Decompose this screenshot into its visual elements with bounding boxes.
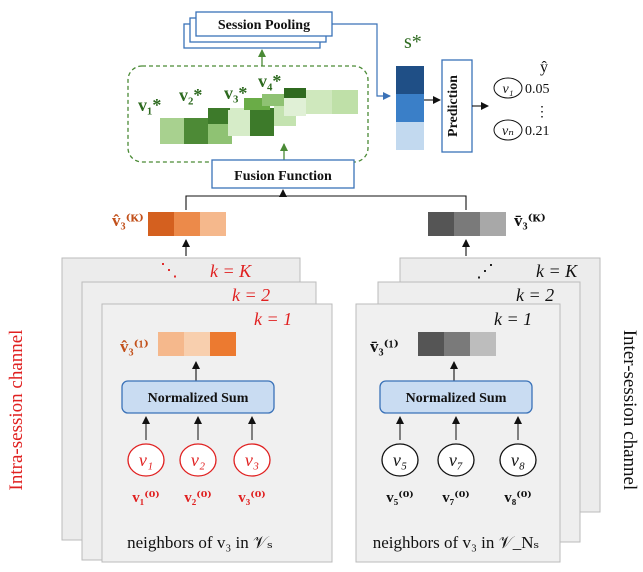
inter-k-K: k = K (536, 261, 578, 281)
pred-node-n: vₙ (502, 124, 514, 139)
inter-k-2: k = 2 (516, 285, 554, 305)
intra-caption: neighbors of v₃ in 𝒱ₛ (127, 533, 273, 552)
inter-embed-3: v₈⁽⁰⁾ (504, 490, 532, 506)
intra-node-2: v₂ (191, 450, 205, 470)
inter-sum-label: Normalized Sum (406, 391, 507, 406)
v4-star-label: v₄* (258, 71, 281, 91)
inter-out-label: v̄₃⁽¹⁾ (370, 337, 399, 356)
v1-star-label: v₁* (138, 95, 161, 115)
intra-normalized-sum: Normalized Sum (121, 380, 275, 414)
s-star-vector (396, 66, 424, 150)
v3-star-label: v₃* (224, 83, 247, 103)
intra-k-1: k = 1 (254, 309, 292, 329)
y-hat-label: ŷ (540, 59, 548, 76)
intra-sum-label: Normalized Sum (148, 391, 249, 406)
v4-star-embedding (244, 88, 358, 116)
inter-embed-2: v₇⁽⁰⁾ (442, 490, 470, 506)
intra-out-label: v̂₃⁽¹⁾ (120, 337, 149, 356)
intra-out-vector (158, 332, 236, 356)
pred-node-1: v₁ (502, 82, 513, 97)
v2-star-label: v₂* (179, 85, 202, 105)
line-intra-to-fusion (185, 195, 283, 210)
intra-agg-label: v̂₃⁽ᴷ⁾ (112, 211, 144, 230)
s-star-label: s* (404, 31, 422, 53)
intra-embed-3: v₃⁽⁰⁾ (238, 490, 266, 506)
intra-node-1-circle (127, 443, 165, 477)
arrow-pooling-to-s (332, 23, 391, 100)
inter-agg-vector (428, 212, 506, 236)
inter-node-3: v₈ (511, 450, 525, 470)
line-inter-to-fusion (283, 195, 467, 210)
inter-normalized-sum: Normalized Sum (379, 380, 533, 414)
inter-dots: ⋰ (476, 261, 494, 281)
intra-node-1: v₁ (139, 450, 153, 470)
intra-channel-label: Intra-session channel (6, 330, 27, 491)
inter-out-vector (418, 332, 496, 356)
pred-score-1: 0.05 (525, 82, 550, 97)
inter-node-2-circle (437, 443, 475, 477)
intra-embed-2: v₂⁽⁰⁾ (184, 490, 212, 506)
inter-embed-1: v₅⁽⁰⁾ (386, 490, 414, 506)
inter-node-1-circle (381, 443, 419, 477)
inter-node-2: v₇ (449, 450, 463, 470)
inter-k-1: k = 1 (494, 309, 532, 329)
prediction-box: Prediction (441, 59, 473, 153)
intra-node-2-circle (179, 443, 217, 477)
inter-node-3-circle (499, 443, 537, 477)
session-pooling-box: Session Pooling (183, 11, 333, 49)
pred-score-n: 0.21 (525, 124, 550, 139)
fusion-function-label: Fusion Function (234, 169, 332, 184)
pred-dots: ⋮ (535, 105, 549, 120)
intra-embed-1: v₁⁽⁰⁾ (132, 490, 160, 506)
fusion-function-box: Fusion Function (211, 159, 355, 189)
session-pooling-label: Session Pooling (218, 18, 310, 33)
pred-node-n-circle (493, 119, 523, 141)
prediction-label: Prediction (446, 75, 461, 137)
inter-caption: neighbors of v₃ in 𝒱_Nₛ (373, 533, 540, 552)
intra-node-3-circle (233, 443, 271, 477)
inter-agg-label: v̄₃⁽ᴷ⁾ (514, 211, 546, 230)
intra-agg-vector (148, 212, 226, 236)
inter-channel-label: Inter-session channel (619, 330, 640, 491)
inter-node-1: v₅ (393, 450, 407, 470)
intra-k-2: k = 2 (232, 285, 270, 305)
intra-node-3: v₃ (245, 450, 259, 470)
pred-node-1-circle (493, 77, 523, 99)
intra-dots: ⋱ (160, 260, 178, 280)
intra-k-K: k = K (210, 261, 252, 281)
